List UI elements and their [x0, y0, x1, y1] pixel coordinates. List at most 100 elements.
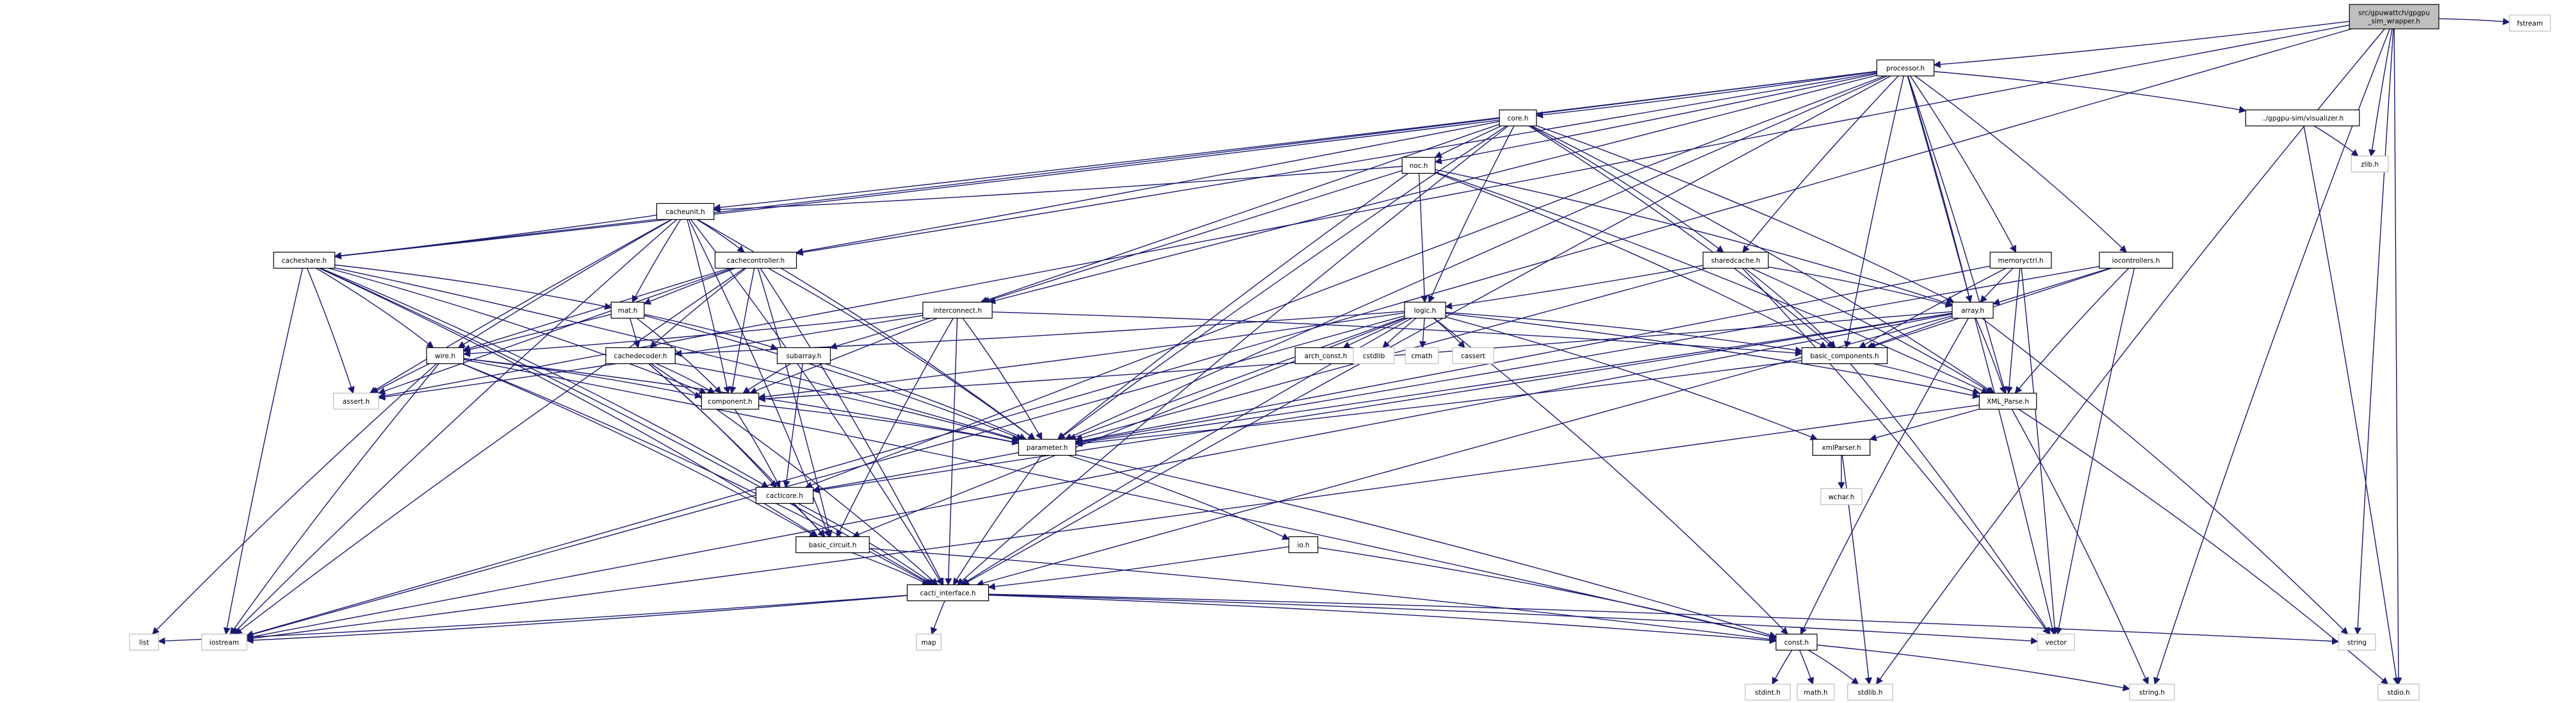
node-box-wchar — [1820, 488, 1863, 506]
node-box-cstdlib — [1353, 347, 1395, 365]
node-map[interactable]: map — [915, 633, 942, 651]
node-box-root — [2349, 4, 2440, 29]
node-cassert[interactable]: cassert — [1452, 347, 1494, 365]
node-interconnect[interactable]: interconnect.h — [922, 301, 993, 319]
node-arch_const[interactable]: arch_const.h — [1294, 347, 1357, 365]
node-logic[interactable]: logic.h — [1404, 301, 1446, 319]
edge-const-to-string_h — [1816, 644, 2130, 691]
edge-core-to-noc — [1434, 125, 1502, 158]
node-box-core — [1499, 109, 1537, 127]
node-box-decoder — [605, 347, 676, 365]
node-math[interactable]: math.h — [1797, 683, 1835, 701]
edge-logic-to-cassert — [1433, 317, 1465, 349]
edge-parameter-to-cacti_interface — [952, 455, 1043, 586]
node-root[interactable]: src/gpuwattch/gpgpu_sim_wrapper.h — [2349, 4, 2440, 29]
node-stdlib[interactable]: stdlib.h — [1847, 683, 1893, 701]
node-label-arch_const: arch_const.h — [1305, 352, 1348, 360]
node-subarray[interactable]: subarray.h — [776, 347, 831, 365]
node-box-io — [1288, 536, 1319, 554]
node-label-fstream: fstream — [2517, 20, 2543, 28]
edge-subarray-to-parameter — [825, 363, 1027, 440]
edge-wire-to-assert — [371, 363, 430, 394]
node-xmlparser[interactable]: xmlParser.h — [1812, 438, 1871, 456]
node-cacheshare[interactable]: cacheshare.h — [273, 251, 336, 269]
edge-cachecontroller-to-assert — [378, 267, 733, 395]
node-memoryctrl[interactable]: memoryctrl.h — [1989, 251, 2052, 269]
edge-decoder-to-component — [656, 363, 715, 394]
edge-logic-to-arch_const — [1342, 317, 1408, 349]
edge-memoryctrl-to-basic_components — [1859, 267, 2007, 349]
edge-cacti_interface-to-map — [930, 600, 945, 635]
node-wchar[interactable]: wchar.h — [1820, 488, 1863, 506]
node-array[interactable]: array.h — [1952, 301, 1994, 319]
node-stdio[interactable]: stdio.h — [2377, 683, 2420, 701]
node-box-parameter — [1018, 438, 1077, 456]
node-label-cacheunit: cacheunit.h — [665, 208, 705, 216]
edge-wire-to-list — [152, 363, 437, 635]
edge-cacticore-to-basic_circuit — [792, 502, 826, 538]
node-component[interactable]: component.h — [701, 392, 760, 410]
node-basic_circuit[interactable]: basic_circuit.h — [795, 536, 870, 554]
node-assert[interactable]: assert.h — [333, 392, 379, 410]
node-box-gpgpu_sim_wrapper — [2245, 109, 2360, 127]
node-box-map — [915, 633, 942, 651]
edge-mat-to-decoder — [629, 318, 640, 349]
node-fstream[interactable]: fstream — [2509, 14, 2551, 32]
node-cmath[interactable]: cmath — [1405, 347, 1439, 365]
node-box-math — [1797, 683, 1835, 701]
edge-root-to-stdio — [2393, 28, 2402, 685]
edge-noc-to-logic — [1418, 173, 1428, 303]
node-iostream[interactable]: iostream — [201, 633, 247, 651]
edge-array-to-const — [1800, 318, 1969, 635]
node-stdint[interactable]: stdint.h — [1745, 683, 1791, 701]
node-core[interactable]: core.h — [1499, 109, 1537, 127]
node-noc[interactable]: noc.h — [1401, 156, 1436, 174]
node-gpgpu_sim_wrapper[interactable]: ../gpgpu-sim/visualizer.h — [2245, 109, 2360, 127]
edge-decoder-to-basic_circuit — [648, 363, 826, 538]
node-zlib[interactable]: zlib.h — [2351, 155, 2389, 173]
edge-interconnect-to-parameter — [962, 318, 1043, 440]
edge-interconnect-to-basic_circuit — [836, 318, 954, 538]
edge-processor-to-parameter — [1064, 75, 1887, 440]
edge-processor-to-cacti_interface — [961, 75, 1891, 586]
node-label-component: component.h — [708, 398, 752, 406]
node-label-math: math.h — [1804, 689, 1827, 697]
node-sharedcache[interactable]: sharedcache.h — [1702, 251, 1769, 269]
edge-const-to-stdlib — [1808, 649, 1859, 685]
node-decoder[interactable]: cachedecoder.h — [605, 347, 676, 365]
edge-cacheunit-to-cacheshare — [334, 215, 657, 260]
node-wire[interactable]: wire.h — [426, 347, 464, 365]
node-cacti_interface[interactable]: cacti_interface.h — [906, 584, 990, 602]
edge-core-to-sharedcache — [1529, 125, 1724, 253]
node-string[interactable]: string — [2338, 633, 2376, 651]
edge-basic_circuit-to-const — [869, 548, 1777, 643]
node-cacticore[interactable]: cacticore.h — [755, 486, 814, 504]
node-processor[interactable]: processor.h — [1876, 59, 1935, 77]
node-parameter[interactable]: parameter.h — [1018, 438, 1077, 456]
node-const[interactable]: const.h — [1775, 633, 1818, 651]
node-mat[interactable]: mat.h — [610, 301, 645, 319]
edge-processor-to-vector — [1907, 76, 2056, 635]
node-list[interactable]: list — [129, 633, 159, 651]
node-string_h[interactable]: string.h — [2129, 683, 2175, 701]
node-box-basic_components — [1801, 347, 1888, 365]
edge-noc-to-cacheunit — [713, 165, 1403, 213]
node-cstdlib[interactable]: cstdlib — [1353, 347, 1395, 365]
node-vector[interactable]: vector — [2037, 633, 2075, 651]
edge-logic-to-parameter — [1068, 317, 1405, 441]
edge-root-to-stdlib — [1876, 28, 2385, 685]
edge-iocontrollers-to-parameter — [1075, 266, 2099, 445]
node-cachecontroller[interactable]: cachecontroller.h — [714, 251, 797, 269]
edge-core-to-cacheshare — [334, 119, 1500, 260]
edge-cachecontroller-to-component — [729, 268, 755, 394]
node-xml_parse[interactable]: XML_Parse.h — [1978, 392, 2037, 410]
node-box-cacheshare — [273, 251, 336, 269]
node-basic_components[interactable]: basic_components.h — [1801, 347, 1888, 365]
node-cacheunit[interactable]: cacheunit.h — [656, 203, 715, 220]
edge-interconnect-to-wire — [462, 313, 923, 358]
edge-logic-to-component — [758, 312, 1405, 401]
node-iocontrollers[interactable]: iocontrollers.h — [2099, 251, 2173, 269]
node-io[interactable]: io.h — [1288, 536, 1319, 554]
edge-cacheunit-to-component — [687, 219, 731, 394]
